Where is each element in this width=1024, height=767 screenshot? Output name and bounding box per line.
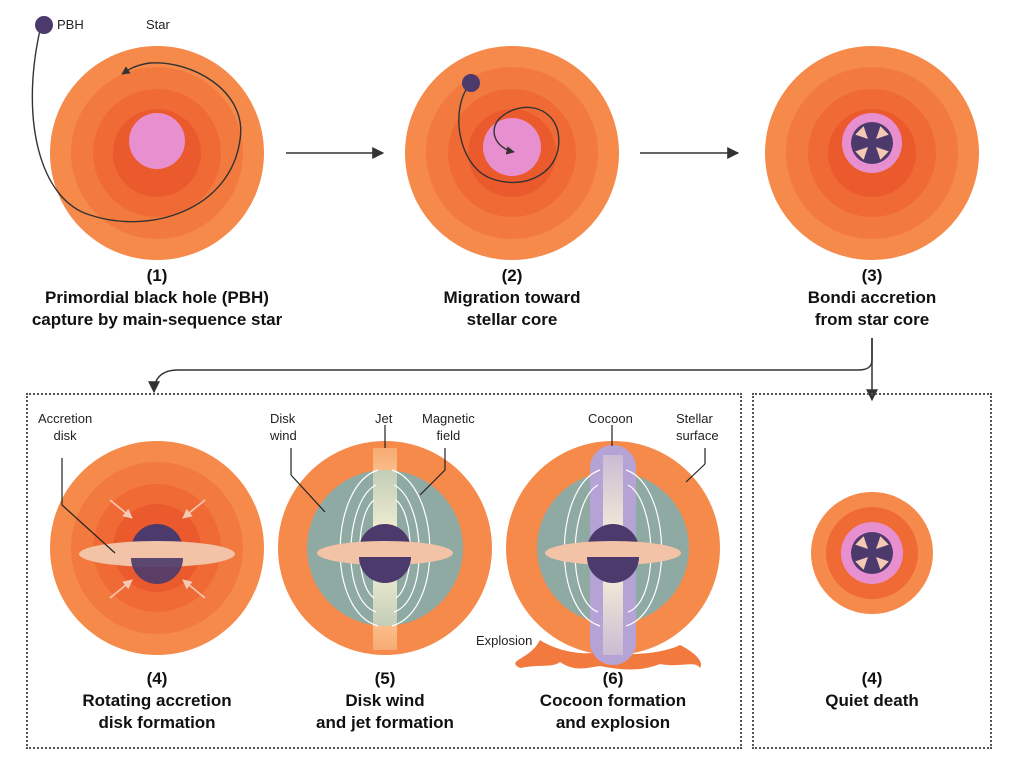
disk-wind-label: Disk wind [270,411,297,443]
accretion-disk [79,541,235,567]
stage-1-caption: (1) Primordial black hole (PBH) capture … [31,266,283,329]
stellar-core [483,118,541,176]
star-label: Star [146,17,170,32]
stage-4-star [50,441,264,655]
pbh-spiral-path [458,84,560,184]
stage-3-caption: (3) Bondi accretion from star core [807,266,937,329]
stage-2-star [405,46,619,260]
explosion-label: Explosion [476,633,533,648]
stage-5-caption: (5) Disk wind and jet formation [316,669,454,732]
pbh-dot [462,74,480,92]
cocoon-label: Cocoon [588,411,633,426]
stellar-core [129,113,185,169]
pbh-capture-orbit [31,29,242,223]
pbh-label: PBH [57,17,84,32]
accretion-disk-label: Accretion disk [38,411,93,443]
magnetic-field-label: Magnetic field [422,411,475,443]
stage-6-caption: (6) Cocoon formation and explosion [539,669,687,732]
explosive-pathway-box [26,393,742,749]
quiet-death-caption: (4) Quiet death [825,669,919,710]
stage-3-star [765,46,979,260]
black-hole [851,122,893,164]
stellar-surface-label: Stellar surface [676,411,719,443]
pbh-dot [35,16,53,34]
stage-1-star [50,46,264,260]
jet-label: Jet [375,411,393,426]
stage-6-star [506,425,720,670]
arrow-to-stage-4 [148,338,873,394]
stage-4-caption: (4) Rotating accretion disk formation [82,669,232,732]
stage-2-caption: (2) Migration toward stellar core [443,266,581,329]
quiet-death-box [752,393,992,749]
accretion-disk [545,541,681,565]
accretion-disk [317,541,453,565]
stage-quiet-death-star [811,492,933,614]
stage-5-star [278,425,492,655]
